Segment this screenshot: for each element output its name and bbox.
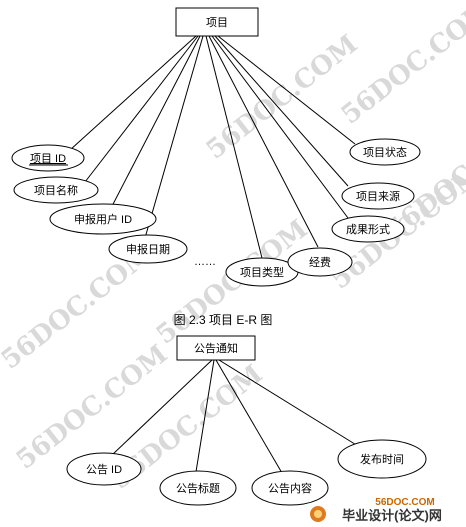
- watermark-text: 56DOC.COM: [336, 0, 466, 131]
- attribute-apply-date: 申报日期: [108, 234, 188, 264]
- entity-label: 公告通知: [194, 341, 238, 355]
- connector-line: [144, 35, 204, 239]
- attribute-result-form: 成果形式: [331, 215, 405, 243]
- attribute-announcement-content: 公告内容: [251, 470, 329, 506]
- attribute-project-source: 项目来源: [341, 182, 415, 210]
- connector-line: [217, 35, 356, 145]
- attribute-publish-time: 发布时间: [337, 439, 427, 479]
- attribute-project-name: 项目名称: [13, 176, 99, 204]
- connector-line: [218, 359, 359, 447]
- attribute-label: 发布时间: [360, 452, 404, 466]
- attribute-label: 项目名称: [34, 183, 78, 197]
- attribute-label: 项目状态: [363, 145, 407, 159]
- attribute-label: 项目 ID: [30, 152, 66, 165]
- connector-line: [208, 35, 319, 248]
- connector-line: [84, 35, 199, 183]
- attribute-label: 成果形式: [346, 223, 390, 236]
- attribute-label: 公告标题: [176, 481, 220, 495]
- attribute-label: 申报日期: [126, 242, 170, 256]
- brand-small-text: 56DOC.COM: [375, 497, 434, 508]
- watermark-layer: 56DOC.COM 56DOC.COM 56DOC.COM 56DOC.COM …: [0, 0, 466, 496]
- attribute-applicant-user-id: 申报用户 ID: [49, 203, 157, 235]
- attribute-funding: 经费: [287, 247, 353, 277]
- brand-logo: 56DOC.COM 毕业设计(论文)网: [310, 497, 442, 523]
- diagram2-connectors: [111, 359, 359, 479]
- attribute-label: 项目类型: [240, 265, 284, 279]
- brand-emblem-inner-icon: [314, 510, 322, 518]
- attribute-announcement-title: 公告标题: [159, 470, 237, 506]
- watermark-text: 56DOC.COM: [201, 29, 364, 165]
- watermark-text: 56DOC.COM: [151, 214, 314, 350]
- figure-caption: 图 2.3 项目 E-R 图: [174, 313, 273, 327]
- attribute-label: 申报用户 ID: [74, 212, 132, 226]
- entity-label: 项目: [206, 16, 228, 29]
- entity-announcement: 公告通知: [176, 335, 256, 361]
- connector-line: [69, 35, 197, 151]
- attribute-label: 经费: [309, 256, 331, 269]
- connector-line: [214, 35, 349, 187]
- attribute-label: 公告内容: [268, 481, 312, 495]
- attribute-project-id: 项目 ID: [11, 144, 85, 172]
- attribute-project-type: 项目类型: [225, 257, 299, 287]
- attribute-label: 公告 ID: [86, 463, 122, 476]
- ellipsis-text: ……: [194, 256, 216, 268]
- entity-project: 项目: [175, 7, 259, 37]
- attribute-project-status: 项目状态: [349, 138, 421, 166]
- connector-line: [205, 35, 263, 259]
- connector-line: [211, 35, 349, 219]
- connector-line: [194, 359, 215, 479]
- brand-main-text: 毕业设计(论文)网: [342, 508, 442, 523]
- connector-line: [109, 35, 201, 211]
- connector-line: [215, 359, 283, 474]
- attribute-label: 项目来源: [356, 189, 400, 203]
- connector-line: [111, 359, 213, 456]
- diagram1-connectors: [69, 35, 356, 259]
- attribute-announcement-id: 公告 ID: [66, 452, 142, 486]
